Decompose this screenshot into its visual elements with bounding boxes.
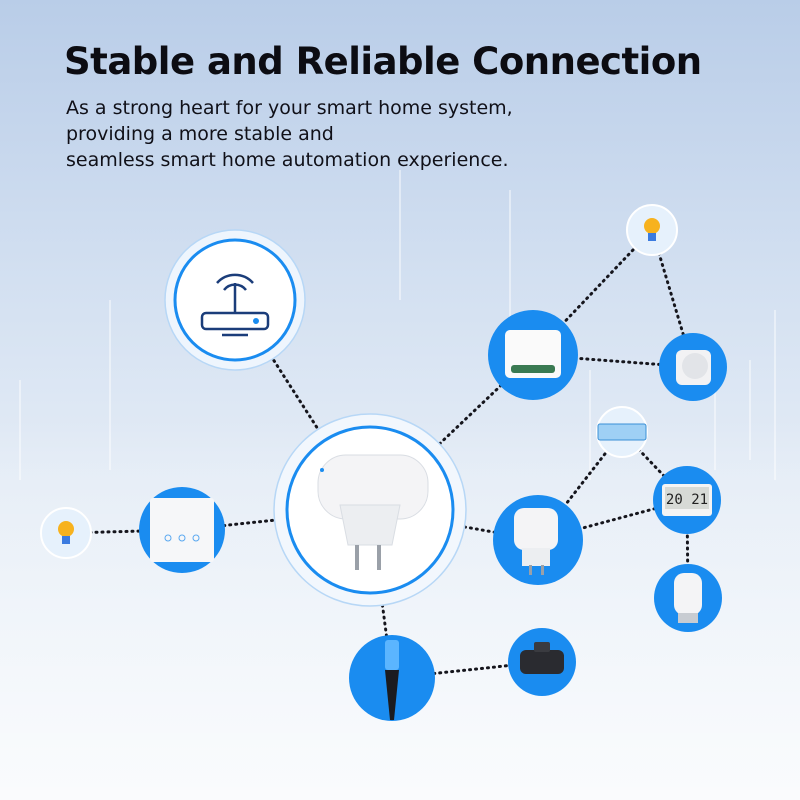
router-node xyxy=(164,229,306,371)
thermo-hygrometer-node: 20 21 xyxy=(653,466,721,534)
air-conditioner-icon xyxy=(597,423,647,441)
hub-device-icon xyxy=(317,454,429,570)
router-icon xyxy=(200,273,270,337)
touch-switch-icon xyxy=(150,498,214,562)
svg-text:20 21: 20 21 xyxy=(666,492,708,508)
switch-module-node xyxy=(488,310,578,400)
smart-plug-icon xyxy=(514,508,558,550)
water-valve-icon xyxy=(520,650,564,674)
headline: Stable and Reliable Connection xyxy=(64,40,702,83)
bulb-node-left xyxy=(40,507,92,559)
bulb-node-top xyxy=(626,204,678,256)
touch-switch-node xyxy=(139,487,225,573)
subtitle-line: seamless smart home automation experienc… xyxy=(66,149,509,171)
subtitle-line: As a strong heart for your smart home sy… xyxy=(66,97,513,119)
radiator-valve-node xyxy=(654,564,722,632)
radiator-valve-icon xyxy=(674,573,702,615)
light-bulb-icon xyxy=(58,521,74,537)
zigbee-hub-node xyxy=(273,413,467,607)
motion-sensor-node xyxy=(659,333,727,401)
subtitle: As a strong heart for your smart home sy… xyxy=(66,95,513,173)
light-bulb-icon xyxy=(644,218,660,234)
smart-plug-node xyxy=(493,495,583,585)
subtitle-line: providing a more stable and xyxy=(66,123,334,145)
light-streaks xyxy=(19,170,776,480)
water-valve-node xyxy=(508,628,576,696)
air-conditioner-node xyxy=(596,406,648,458)
soil-sensor-node xyxy=(349,635,435,721)
link-thermo-valve xyxy=(685,498,690,600)
soil-sensor-icon xyxy=(385,640,399,670)
